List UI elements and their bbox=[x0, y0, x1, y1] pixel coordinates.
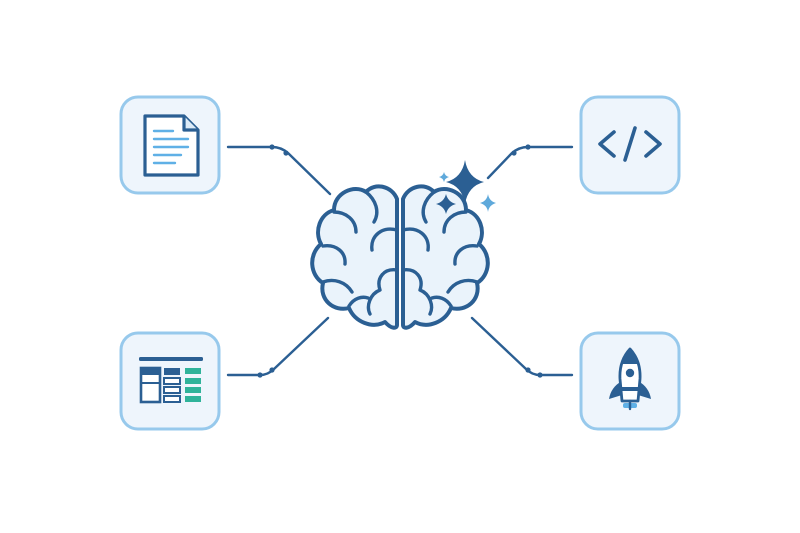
connectors bbox=[226, 144, 574, 378]
code-icon bbox=[598, 126, 662, 162]
node-document bbox=[119, 95, 221, 195]
document-icon bbox=[143, 114, 200, 177]
rocket-icon bbox=[609, 347, 651, 411]
connector-code bbox=[486, 144, 574, 180]
brain-icon bbox=[310, 184, 490, 330]
node-rocket bbox=[579, 331, 681, 431]
connector-rocket bbox=[470, 316, 574, 378]
node-table bbox=[119, 331, 221, 431]
node-code bbox=[579, 95, 681, 195]
sparkle-icon bbox=[436, 160, 496, 214]
connector-table bbox=[226, 316, 330, 378]
table-icon bbox=[139, 357, 203, 404]
connector-document bbox=[226, 144, 332, 196]
